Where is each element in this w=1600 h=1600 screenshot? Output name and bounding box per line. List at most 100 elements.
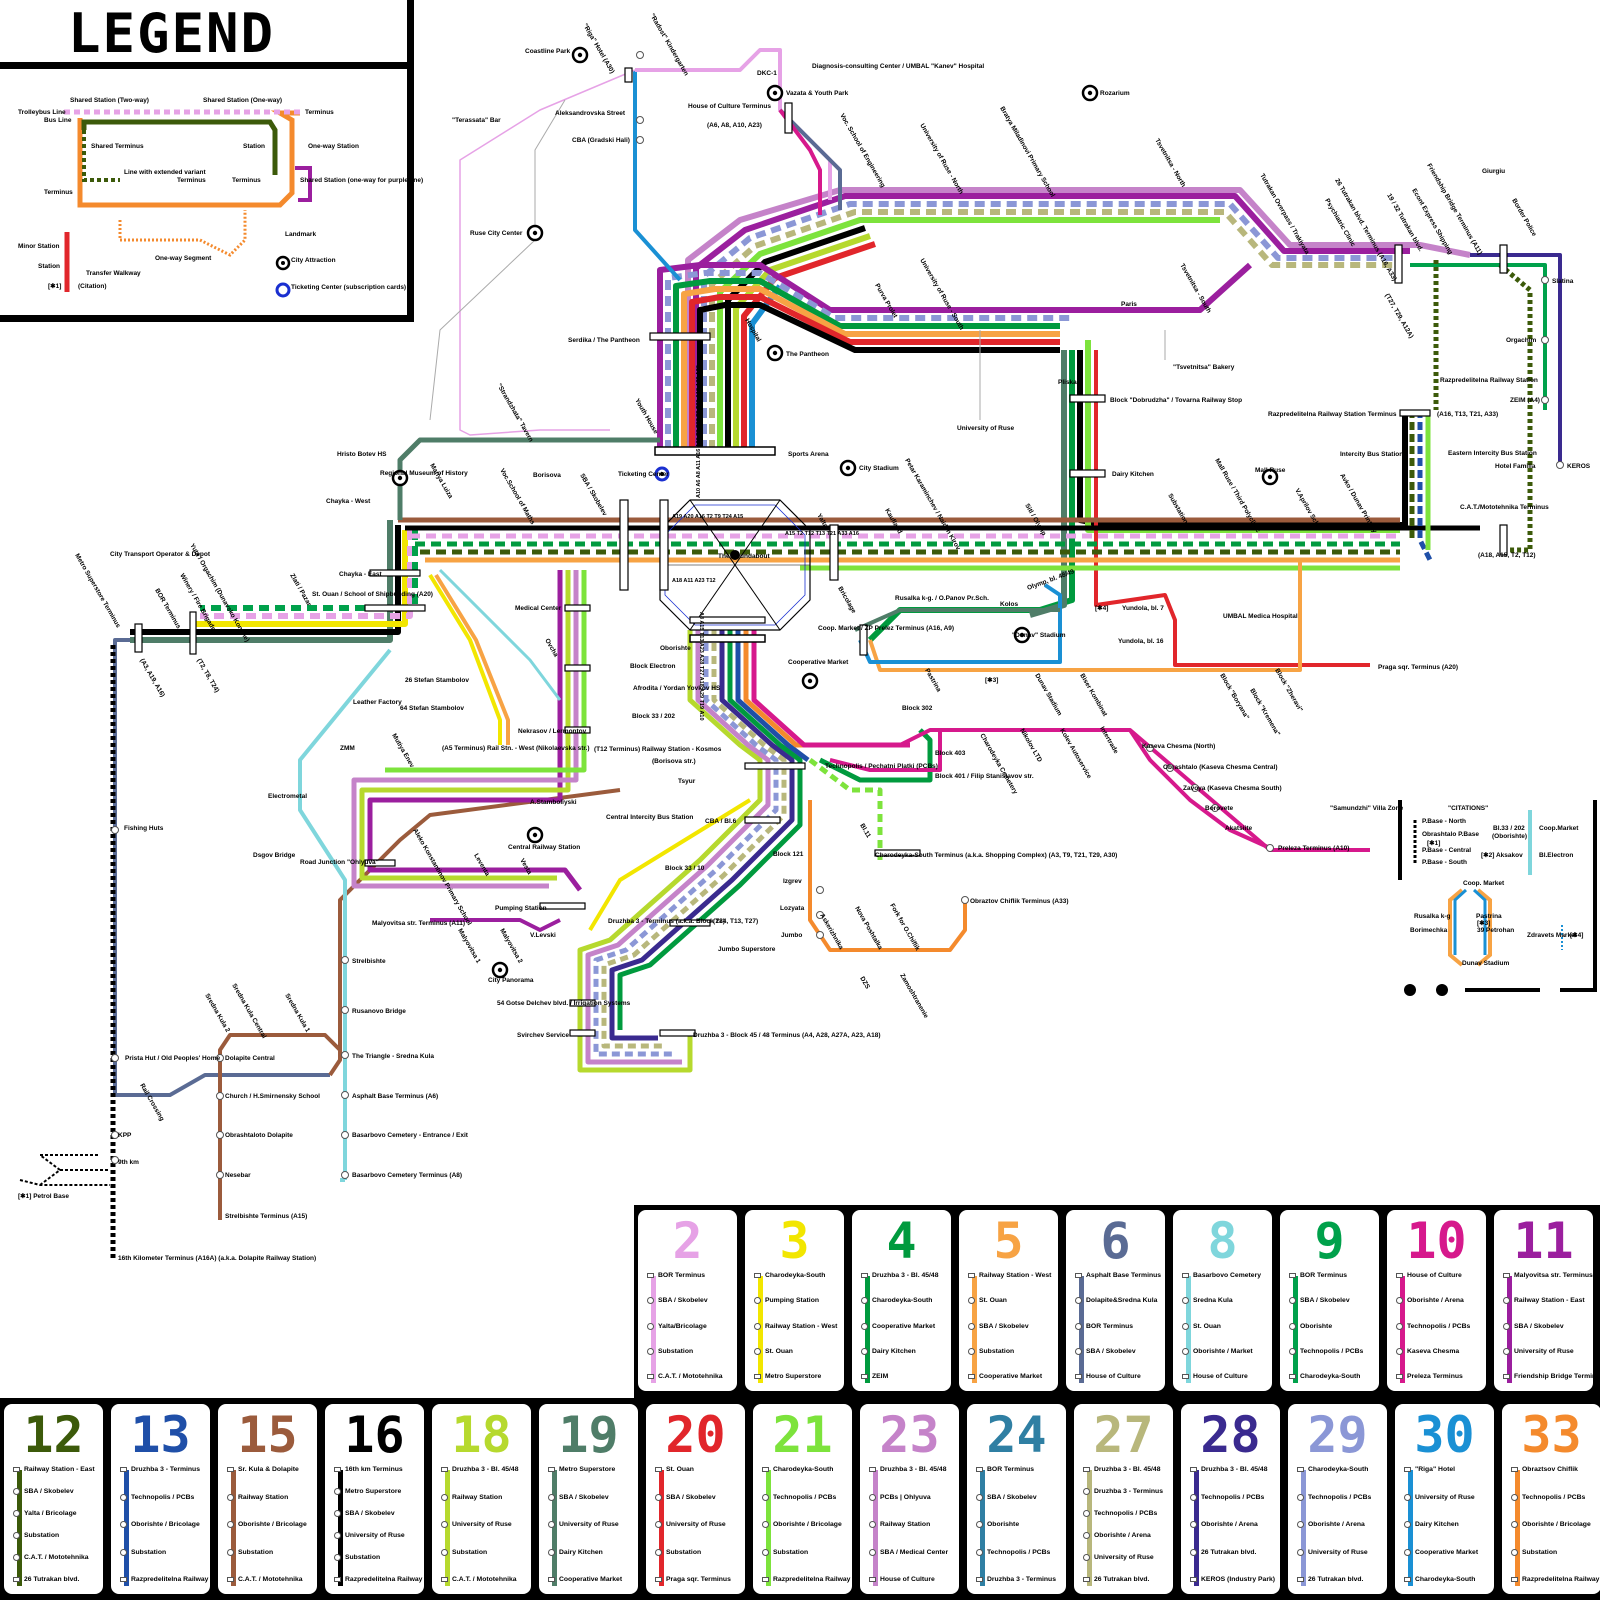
route-stop: Charodeyka-South <box>754 1272 825 1280</box>
lbl-zamoshtranenie: Zamoshtranenie <box>898 973 929 1020</box>
lbl-afrodita: Afrodita / Yordan Yovkov HS <box>633 685 721 692</box>
stop-label: SBA / Skobelev <box>1086 1347 1136 1355</box>
cit2-a: Bl.33 / 202 <box>1493 825 1525 832</box>
route-stop: Substation <box>1511 1548 1557 1557</box>
lbl-cat: C.A.T./Mototehnika Terminus <box>1460 504 1549 511</box>
route-stop: Charodeyka-South <box>1404 1576 1475 1584</box>
route-stop: Sr. Kula & Dolapite <box>227 1466 299 1474</box>
stop-label: Technopolis / PCBs <box>1201 1493 1265 1501</box>
route-number: 16 <box>344 1406 405 1464</box>
stop-marker <box>120 1548 127 1556</box>
stop-label: Technopolis / PCBs <box>131 1493 195 1501</box>
stop-marker <box>1503 1297 1510 1305</box>
lbl-radost: "Radost" Kindergarten <box>648 13 689 78</box>
stop-label: House of Culture <box>1193 1373 1248 1380</box>
route-line-bar <box>766 1470 771 1586</box>
stop-marker <box>1182 1273 1189 1278</box>
lbl-block-33-202: Block 33 / 202 <box>632 713 675 720</box>
legend-bus: Bus Line <box>44 117 72 124</box>
stop-label: St. Ouan <box>979 1297 1007 1305</box>
stop-marker <box>1404 1548 1411 1556</box>
cit1-e: P.Base - South <box>1422 859 1467 866</box>
lbl-charodeyka-south: Charodeyka-South Terminus (a.k.a. Shoppi… <box>875 852 1117 859</box>
lbl-bratya: Bratya Miladinovi Primary School <box>998 106 1056 199</box>
lbl-cba-bl6: CBA / Bl.6 <box>705 818 737 825</box>
lbl-a3-a19: (A3, A19, A16) <box>138 658 166 699</box>
stop-label: Charodeyka-South <box>765 1272 826 1279</box>
legend-minor-station: Minor Station <box>18 243 60 250</box>
cit1-a: P.Base - North <box>1422 818 1466 825</box>
route-stop: Cooperative Market <box>548 1576 622 1584</box>
lbl-roundabout: The Roundabout <box>718 553 770 560</box>
route-stop: Druzhba 3 - Bl. 45/48 <box>869 1466 946 1474</box>
stop-label: Oborishte / Bricolage <box>1522 1521 1591 1528</box>
route-stop: Technopolis / PCBs <box>762 1493 836 1502</box>
lbl-hotel-familia: Hotel Familia <box>1495 463 1536 470</box>
stop-label: Oborishte / Arena <box>1094 1532 1151 1539</box>
route-stop: Railway Station - East <box>1503 1297 1585 1305</box>
stop-marker <box>655 1548 662 1556</box>
route-stop: Praga sqr. Terminus <box>655 1576 731 1584</box>
route-number: 28 <box>1200 1406 1261 1464</box>
cit3-g: Dunav Stadium <box>1462 960 1510 967</box>
stop-label: C.A.T. / Mototehnika <box>658 1373 723 1380</box>
route-stop: 16th km Terminus <box>334 1466 403 1474</box>
legend-shared-terminus: Shared Terminus <box>91 143 144 150</box>
route-stop: Metro Superstore <box>548 1466 615 1474</box>
lbl-praga: Praga sqr. Terminus (A20) <box>1378 664 1458 671</box>
lbl-voc-engineering: Voc. School of Engineering <box>838 113 886 189</box>
route-stop: 26 Tutrakan blvd. <box>1083 1576 1149 1584</box>
stop-label: St. Ouan <box>1193 1322 1221 1330</box>
stop-marker <box>869 1577 876 1582</box>
lbl-voc-maths: Voc.School of Maths <box>498 468 536 527</box>
legend-one-way-station: One-way Station <box>308 143 359 150</box>
stop-marker <box>968 1297 975 1305</box>
stop-label: Oborishte / Bricolage <box>131 1521 200 1528</box>
stop-label: Oborishte / Market <box>1193 1347 1253 1355</box>
route-stop: Oborishte / Arena <box>1190 1521 1258 1529</box>
route-stop: SBA / Skobelev <box>1075 1347 1136 1356</box>
stop-marker <box>227 1548 234 1556</box>
legend-extended: Line with extended variant <box>124 169 206 176</box>
lbl-slatina: Slatina <box>1552 278 1574 285</box>
lbl-rusalka: Rusalka k-g. / O.Panov Pr.Sch. <box>895 595 989 602</box>
route-line-bar <box>1186 1276 1191 1383</box>
route-stop: Substation <box>441 1548 487 1557</box>
stop-marker <box>647 1273 654 1278</box>
stop-label: Railway Station <box>880 1521 931 1528</box>
stop-marker <box>976 1577 983 1582</box>
stop-label: Razpredelitelna Railway Station <box>131 1576 210 1583</box>
stop-marker <box>1404 1577 1411 1582</box>
stop-label: Praga sqr. Terminus <box>666 1576 731 1583</box>
stop-label: Razpredelitelna Railway Station <box>1522 1576 1600 1583</box>
route-stop: SBA / Skobelev <box>13 1488 74 1496</box>
lbl-church: Church / H.Smirnensky School <box>225 1093 320 1100</box>
lbl-v-levski: V.Levski <box>530 932 556 939</box>
legend-title: LEGEND <box>68 2 275 65</box>
stop-marker <box>334 1510 341 1517</box>
route-stop: Yalta / Bricolage <box>13 1510 77 1518</box>
station-markers <box>111 46 1564 1179</box>
lbl-cba-gradski: CBA (Gradski Hali) <box>572 137 630 144</box>
lbl-malyovitsa-term: Malyovitsa str. Terminus (A11) <box>372 920 465 927</box>
legend-citation: [✱1] <box>48 282 61 290</box>
stop-marker <box>869 1548 876 1556</box>
route-stop: Substation <box>647 1347 693 1356</box>
lbl-dunav-stadium: Dunav Stadium <box>1033 673 1063 718</box>
lbl-mutiya: Mutiya Enev <box>390 733 415 770</box>
route-stop: Cooperative Market <box>968 1373 1042 1381</box>
lbl-dunav-stadium-attr: "Dunav" Stadium <box>1012 632 1066 639</box>
stop-marker <box>1190 1493 1197 1501</box>
stop-label: 26 Tutrakan blvd. <box>1308 1576 1364 1583</box>
stop-label: 26 Tutrakan blvd. <box>24 1576 80 1583</box>
lbl-dobrudzha: Block "Dobrudzha" / Tovarna Railway Stop <box>1110 397 1242 404</box>
legend-panel: LEGEND Trolleybus Line Bus Line Shared S… <box>0 0 423 322</box>
route-stop: C.A.T. / Mototehnika <box>441 1576 517 1584</box>
stop-marker <box>1289 1297 1296 1305</box>
stop-marker <box>754 1297 761 1305</box>
stop-marker <box>548 1577 555 1582</box>
stop-label: Metro Superstore <box>559 1466 616 1473</box>
lbl-kolev: Kolev Autoservice <box>1058 728 1092 781</box>
